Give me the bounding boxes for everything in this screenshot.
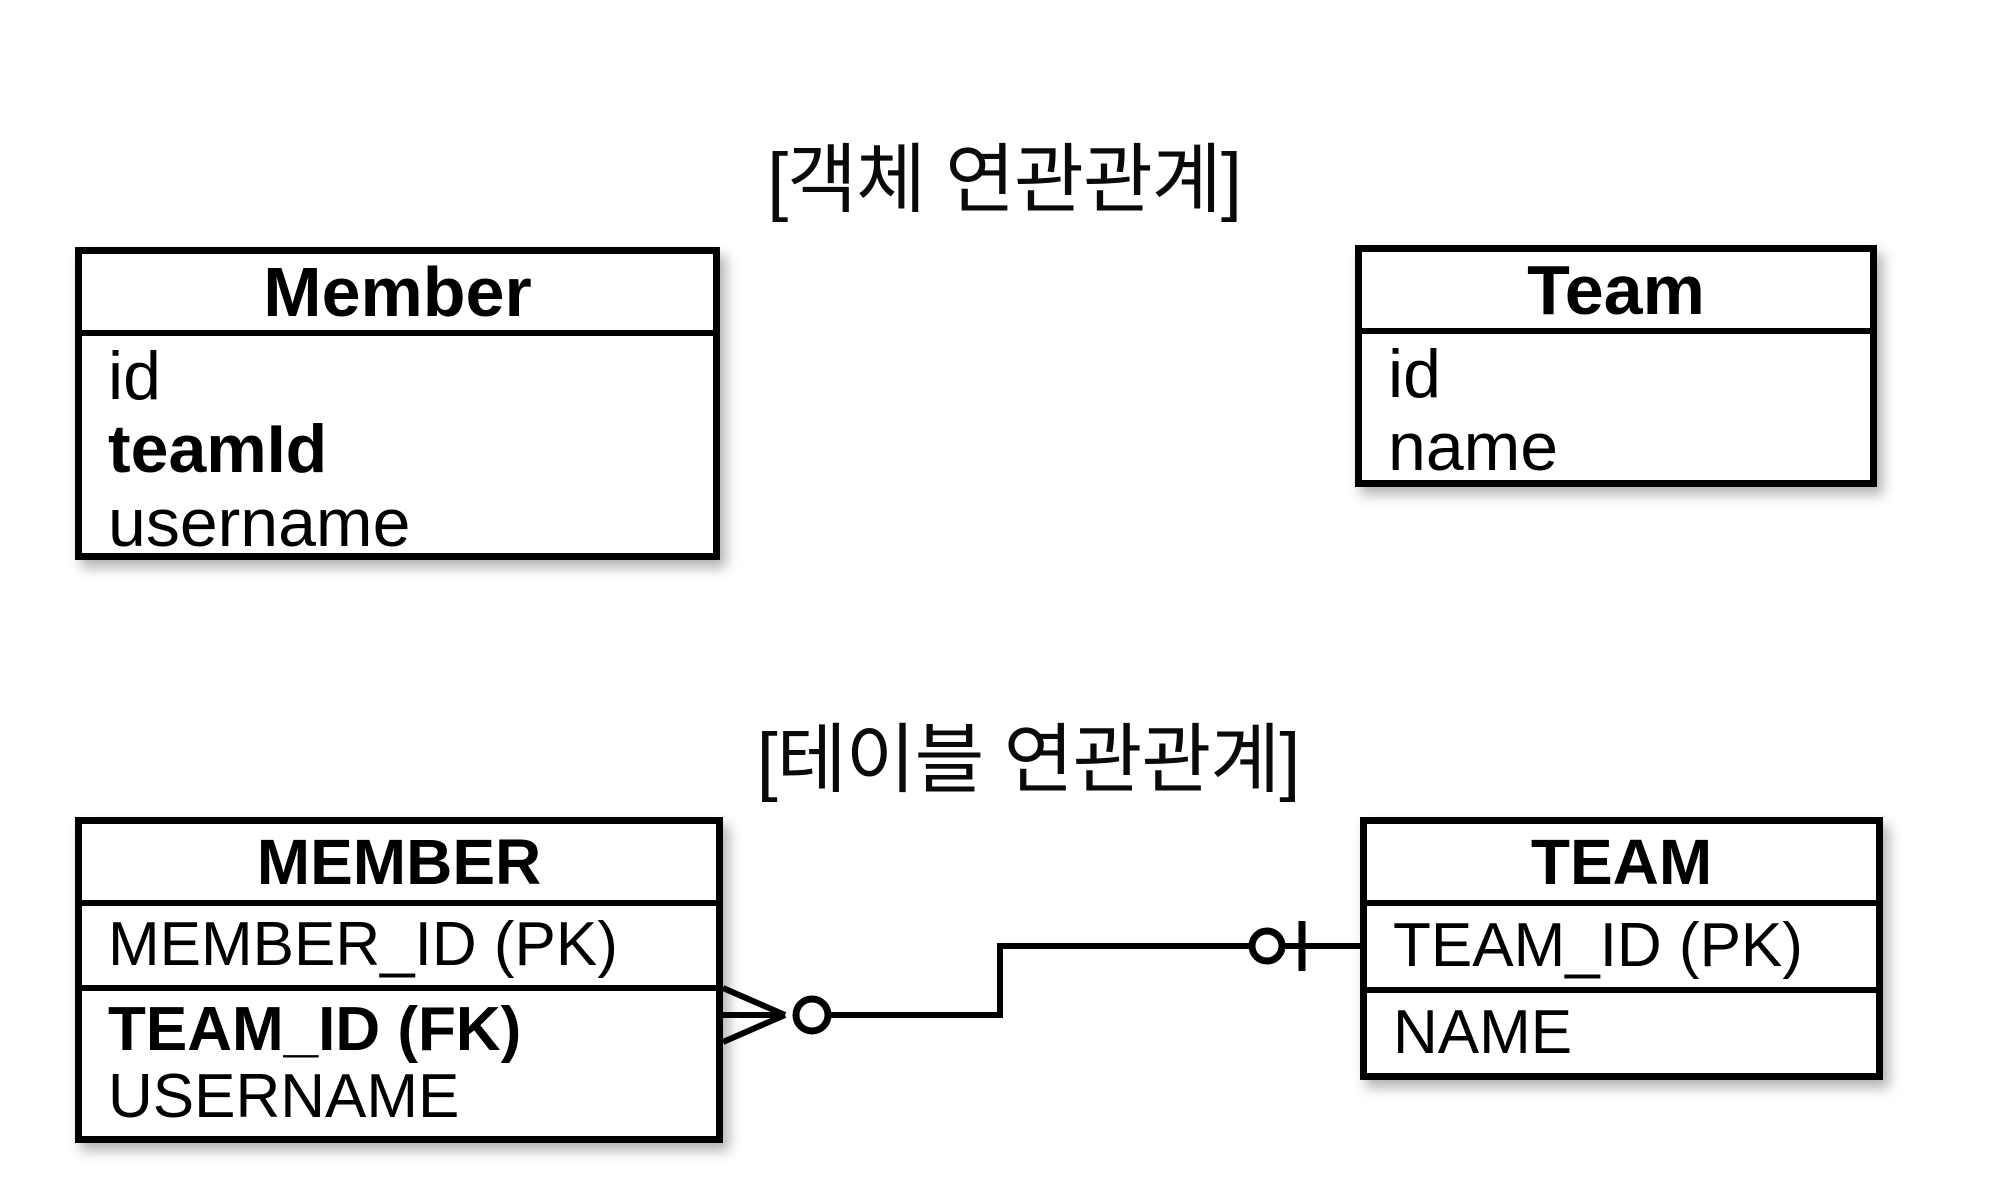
zero-or-one-icon xyxy=(1248,921,1306,971)
field-id: id xyxy=(1388,336,1441,412)
column-member-id-pk: MEMBER_ID (PK) xyxy=(108,910,618,980)
column-name: NAME xyxy=(1393,997,1573,1067)
entity-team-object-header: Team xyxy=(1362,251,1870,334)
column-team-id-pk: TEAM_ID (PK) xyxy=(1393,911,1803,981)
table-member-columns-compartment: TEAM_ID (FK) USERNAME xyxy=(82,991,716,1141)
field-teamid: teamId xyxy=(108,411,328,488)
table-association-title: [테이블 연관관계] xyxy=(756,718,1301,803)
column-team-id-fk: TEAM_ID (FK) xyxy=(108,995,522,1064)
entity-team-object: Team id name xyxy=(1355,245,1877,487)
entity-member-object-fields: id teamId username xyxy=(82,336,713,568)
table-team-pk-compartment: TEAM_ID (PK) xyxy=(1367,906,1876,993)
table-team-title: TEAM xyxy=(1530,826,1713,898)
table-team-columns-compartment: NAME xyxy=(1367,993,1876,1073)
crow-foot-zero-or-many-icon xyxy=(721,985,832,1045)
table-team: TEAM TEAM_ID (PK) NAME xyxy=(1360,817,1883,1080)
entity-team-object-title: Team xyxy=(1527,251,1705,329)
column-username: USERNAME xyxy=(108,1061,460,1131)
object-association-title: [객체 연관관계] xyxy=(767,138,1242,223)
table-member-pk-compartment: MEMBER_ID (PK) xyxy=(82,906,716,991)
relationship-line xyxy=(828,943,1360,1018)
entity-member-object-title: Member xyxy=(263,253,532,331)
field-id: id xyxy=(108,338,161,414)
field-name: name xyxy=(1388,409,1559,486)
entity-member-object-header: Member xyxy=(82,253,713,336)
table-team-header: TEAM xyxy=(1367,824,1876,906)
table-member: MEMBER MEMBER_ID (PK) TEAM_ID (FK) USERN… xyxy=(75,817,723,1143)
table-member-title: MEMBER xyxy=(256,826,542,898)
table-member-header: MEMBER xyxy=(82,824,716,906)
entity-team-object-fields: id name xyxy=(1362,334,1870,493)
entity-member-object: Member id teamId username xyxy=(75,247,720,560)
field-username: username xyxy=(108,484,411,561)
